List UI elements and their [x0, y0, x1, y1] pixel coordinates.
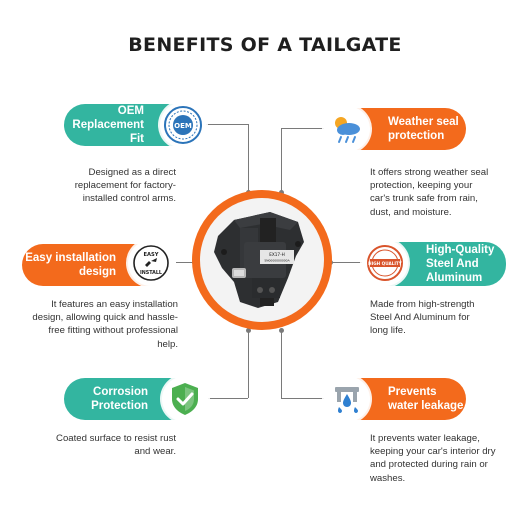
weather-icon [324, 106, 370, 152]
benefit-oem-description: Designed as a direct replacement for fac… [74, 167, 176, 205]
benefit-weather-seal-description: It offers strong weather seal protection… [370, 167, 489, 218]
svg-text:EASY: EASY [143, 252, 158, 258]
page-title: BENEFITS OF A TAILGATE [128, 34, 402, 56]
high-quality-stamp-icon: HIGH QUALITY [362, 240, 408, 286]
svg-text:INSTALL: INSTALL [140, 270, 162, 276]
benefit-corrosion-protection-description: Coated surface to resist rust and wear. [56, 433, 176, 458]
tailgate-latch-image: EX17-H 5N0000000000A [200, 198, 324, 322]
oem-badge-icon: OEM [160, 102, 206, 148]
easy-install-icon: EASY INSTALL [128, 240, 174, 286]
shield-check-icon [162, 376, 208, 422]
benefit-water-leakage-description: It prevents water leakage, keeping your … [370, 433, 496, 484]
water-drop-icon [324, 376, 370, 422]
svg-text:HIGH QUALITY: HIGH QUALITY [368, 261, 403, 266]
benefit-high-quality-description: Made from high-strength Steel And Alumin… [370, 299, 475, 337]
svg-text:OEM: OEM [174, 122, 192, 130]
product-label-line2: 5N0000000000A [264, 259, 290, 263]
product-label-line1: EX17-H [269, 252, 285, 257]
benefit-easy-installation-description: It features an easy installation design,… [32, 299, 178, 350]
